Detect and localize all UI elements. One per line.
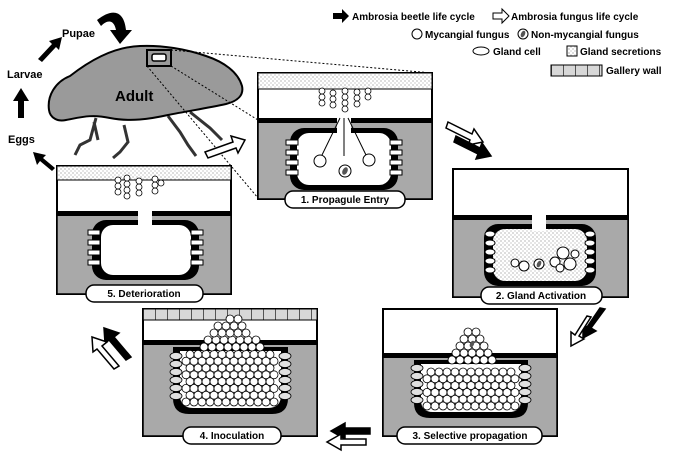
mycangial-fungus-icon (411, 28, 423, 40)
pupae-label: Pupae (62, 28, 95, 40)
fungal-cell (193, 349, 203, 359)
fungal-cell (471, 327, 481, 337)
gland-cell-icon (472, 46, 490, 56)
fungal-cell (209, 349, 219, 359)
fungal-cell (269, 383, 279, 393)
fungal-cell (479, 341, 489, 351)
legend-beetle-cycle: Ambrosia beetle life cycle (352, 12, 475, 23)
panel-2-label: 2. Gland Activation (496, 291, 586, 302)
fungal-cell (265, 377, 275, 387)
panel-4-label: 4. Inoculation (200, 431, 264, 442)
fungal-cell (237, 321, 247, 331)
fungal-cell (506, 381, 516, 391)
fungal-cell (203, 335, 213, 345)
fungal-cell (217, 349, 227, 359)
panel-5-label: 5. Deterioration (107, 289, 180, 300)
beetle-adult: Adult (47, 44, 244, 160)
legend-gland-secretions: Gland secretions (580, 47, 662, 58)
fungal-cell (475, 334, 485, 344)
fungal-cell (269, 370, 279, 380)
legend-gallery-wall: Gallery wall (606, 66, 662, 77)
panel-3: 3. Selective propagation (382, 308, 558, 445)
fungal-cell (482, 367, 492, 377)
fungal-cell (201, 349, 211, 359)
fungal-cell (510, 374, 520, 384)
fungal-cell (483, 348, 493, 358)
legend-gland-cell: Gland cell (493, 47, 541, 58)
fungal-cell (510, 401, 520, 411)
fungal-cell (498, 367, 508, 377)
larvae-label: Larvae (7, 69, 42, 81)
fungal-cell (265, 363, 275, 373)
panel-5: 5. Deterioration (56, 165, 232, 303)
fungal-cell (233, 349, 243, 359)
panel-4: 4. Inoculation (142, 308, 318, 445)
life-cycle-arrows (13, 12, 132, 171)
fungal-cell (490, 367, 500, 377)
legend-mycangial: Mycangial fungus (425, 30, 510, 41)
eggs-label: Eggs (8, 134, 35, 146)
fungal-cell (474, 367, 484, 377)
legend: Ambrosia beetle life cycle Ambrosia fung… (333, 7, 662, 77)
fungal-cell (225, 349, 235, 359)
fungal-cell (426, 367, 436, 377)
fungal-cell (265, 349, 275, 359)
fungal-cell (434, 367, 444, 377)
fungal-cell (241, 349, 251, 359)
zoom-lines (146, 49, 433, 199)
panel-2: 2. Gland Activation (452, 168, 629, 305)
gland-secretions-icon (566, 45, 578, 57)
legend-non-mycangial: Non-mycangial fungus (531, 30, 639, 41)
adult-label: Adult (115, 88, 153, 105)
fungal-cell (251, 335, 261, 345)
fungal-cell (185, 349, 195, 359)
panel-1-label: 1. Propagule Entry (301, 195, 390, 206)
fungal-cell (269, 397, 279, 407)
fungal-cell (265, 390, 275, 400)
fungal-cell (510, 387, 520, 397)
fungal-cell (442, 367, 452, 377)
panel-1: 1. Propagule Entry (257, 72, 433, 209)
fungal-cell (463, 327, 473, 337)
fungal-cell (225, 314, 235, 324)
fungus-cycle-arrow-icon (492, 7, 510, 25)
cycle-arrows (91, 120, 607, 452)
fungal-cell (487, 355, 497, 365)
fungal-cell (255, 342, 265, 352)
fungal-cell (450, 367, 460, 377)
fungal-cell (506, 367, 516, 377)
fungal-cell (506, 394, 516, 404)
gallery-wall-icon (550, 64, 603, 77)
non-mycangial-fungus-icon (517, 28, 529, 40)
panel-3-label: 3. Selective propagation (412, 431, 527, 442)
fungal-cell (233, 314, 243, 324)
fungal-cell (466, 367, 476, 377)
fungal-cell (458, 367, 468, 377)
fungal-cell (249, 349, 259, 359)
legend-fungus-cycle: Ambrosia fungus life cycle (511, 12, 639, 23)
fungal-cell (241, 328, 251, 338)
fungal-cell (269, 356, 279, 366)
fungal-cell (257, 349, 267, 359)
fungal-cell (213, 321, 223, 331)
beetle-cycle-arrow-icon (333, 9, 349, 23)
